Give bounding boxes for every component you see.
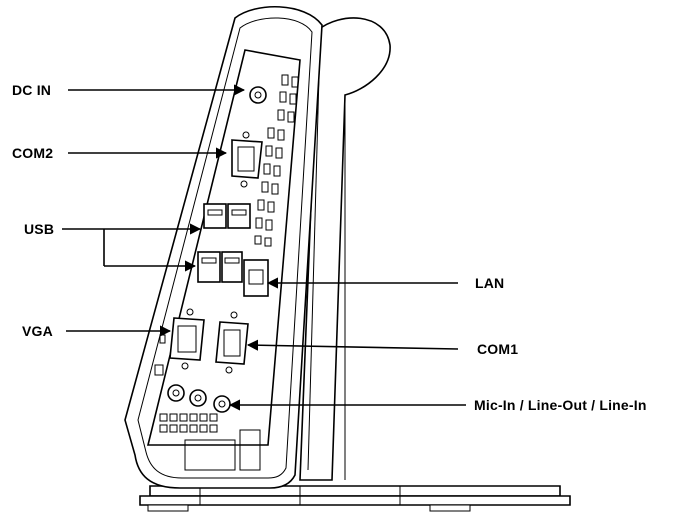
rear-io-panel — [146, 49, 301, 471]
label-dc-in: DC IN — [12, 82, 52, 98]
stand-post — [299, 17, 391, 481]
label-com1: COM1 — [477, 341, 519, 357]
label-vga: VGA — [22, 323, 53, 339]
label-com2: COM2 — [12, 145, 54, 161]
label-lan: LAN — [475, 275, 505, 291]
label-audio-ports: Mic-In / Line-Out / Line-In — [474, 397, 647, 413]
label-usb: USB — [24, 221, 55, 237]
callout-lines — [62, 84, 466, 411]
stand-base — [139, 485, 571, 512]
